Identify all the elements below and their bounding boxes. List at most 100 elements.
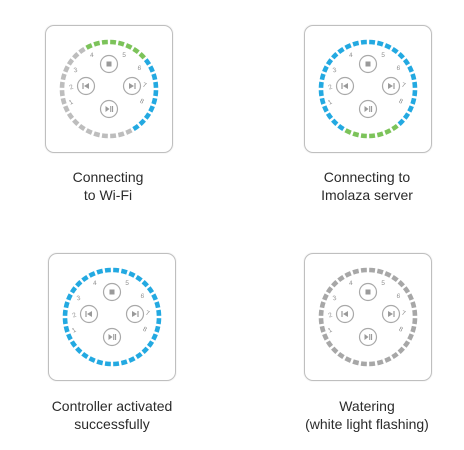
ring-segment <box>75 346 83 354</box>
ring-segment <box>344 128 352 135</box>
ring-segment <box>96 359 104 366</box>
ring-segment <box>391 123 399 132</box>
zone-number-label: 6 <box>137 65 142 73</box>
ring-segment <box>101 133 108 139</box>
zone-number-label: 1 <box>68 99 75 107</box>
zone-number-label: 3 <box>76 295 82 303</box>
ring-segment <box>132 46 140 55</box>
ring-segment <box>337 46 345 55</box>
zone-number-label: 7 <box>401 82 407 90</box>
ring-segment <box>402 58 411 66</box>
ring-segment <box>85 128 93 135</box>
ring-segment <box>110 39 117 45</box>
ring-segment <box>376 268 384 275</box>
ring-segment <box>352 40 360 47</box>
previous-button <box>79 304 99 324</box>
zone-number-label: 3 <box>332 67 338 75</box>
ring-segment <box>407 333 414 341</box>
ring-segment <box>151 97 158 105</box>
ring-segment <box>318 309 324 316</box>
next-icon <box>132 311 139 317</box>
ring-segment <box>376 40 384 47</box>
ring-segment <box>319 97 326 105</box>
ring-segment <box>369 361 376 367</box>
zone-number-label: 4 <box>93 280 98 287</box>
ring-segment <box>325 58 334 66</box>
ring-segment <box>128 356 136 363</box>
zone-number-label: 2 <box>71 312 77 320</box>
ring-segment <box>407 293 414 301</box>
ring-segment <box>322 105 329 113</box>
ring-segment <box>66 58 75 66</box>
ring-segment <box>66 293 73 301</box>
ring-segment <box>391 351 399 360</box>
ring-segment <box>397 346 405 354</box>
caption-line-1: Controller activated <box>51 398 173 414</box>
next-button <box>381 304 401 324</box>
ring-segment <box>319 73 326 81</box>
zone-number-label: 7 <box>142 82 148 90</box>
ring-segment <box>141 346 149 354</box>
ring-segment <box>331 346 339 354</box>
ring-segment <box>156 318 162 325</box>
ring-segment <box>397 118 405 126</box>
ring-segment <box>322 333 329 341</box>
previous-button <box>335 304 355 324</box>
ring-segment <box>88 271 96 278</box>
ring-segment <box>318 81 324 88</box>
stop-button <box>358 54 378 74</box>
ring-segment <box>63 65 70 73</box>
ring-segment <box>325 286 334 294</box>
ring-segment <box>391 46 399 55</box>
caption-line-2: successfully <box>74 416 150 432</box>
ring-segment <box>59 81 65 88</box>
ring-segment <box>148 105 155 113</box>
ring-segment <box>402 112 411 120</box>
ring-segment <box>141 280 149 288</box>
ring-segment <box>352 268 360 275</box>
ring-segment <box>344 356 352 363</box>
previous-icon <box>85 311 92 317</box>
ring-segment <box>154 301 161 309</box>
ring-segment <box>410 73 417 81</box>
ring-segment <box>117 40 125 47</box>
ring-segment <box>410 97 417 105</box>
ring-segment <box>125 43 133 50</box>
status-caption-connecting-wifi: Connecting to Wi-Fi <box>18 168 198 204</box>
ring-segment <box>412 318 418 325</box>
previous-button <box>76 76 96 96</box>
ring-segment <box>331 52 339 60</box>
ring-segment <box>360 133 367 139</box>
previous-icon <box>341 83 348 89</box>
ring-segment <box>360 39 367 45</box>
ring-segment <box>72 118 80 126</box>
status-caption-controller-activated: Controller activated successfully <box>22 397 202 433</box>
ring-segment <box>331 280 339 288</box>
ring-segment <box>352 131 360 138</box>
ring-segment <box>331 118 339 126</box>
ring-segment <box>156 309 162 316</box>
next-button <box>122 76 142 96</box>
ring-segment <box>138 52 146 60</box>
ring-segment <box>153 90 159 97</box>
ring-segment <box>369 133 376 139</box>
status-caption-watering: Watering (white light flashing) <box>277 397 457 433</box>
ring-segment <box>344 43 352 50</box>
status-light-ring <box>62 267 162 367</box>
ring-segment <box>391 274 399 283</box>
zone-number-label: 7 <box>145 310 151 318</box>
ring-segment <box>59 90 65 97</box>
ring-segment <box>88 356 96 363</box>
next-icon <box>388 311 395 317</box>
ring-segment <box>120 268 128 275</box>
ring-segment <box>104 267 111 273</box>
next-button <box>125 304 145 324</box>
ring-segment <box>376 131 384 138</box>
zone-number-label: 6 <box>396 293 401 301</box>
ring-segment <box>384 356 392 363</box>
ring-segment <box>407 65 414 73</box>
status-light-ring <box>318 267 418 367</box>
